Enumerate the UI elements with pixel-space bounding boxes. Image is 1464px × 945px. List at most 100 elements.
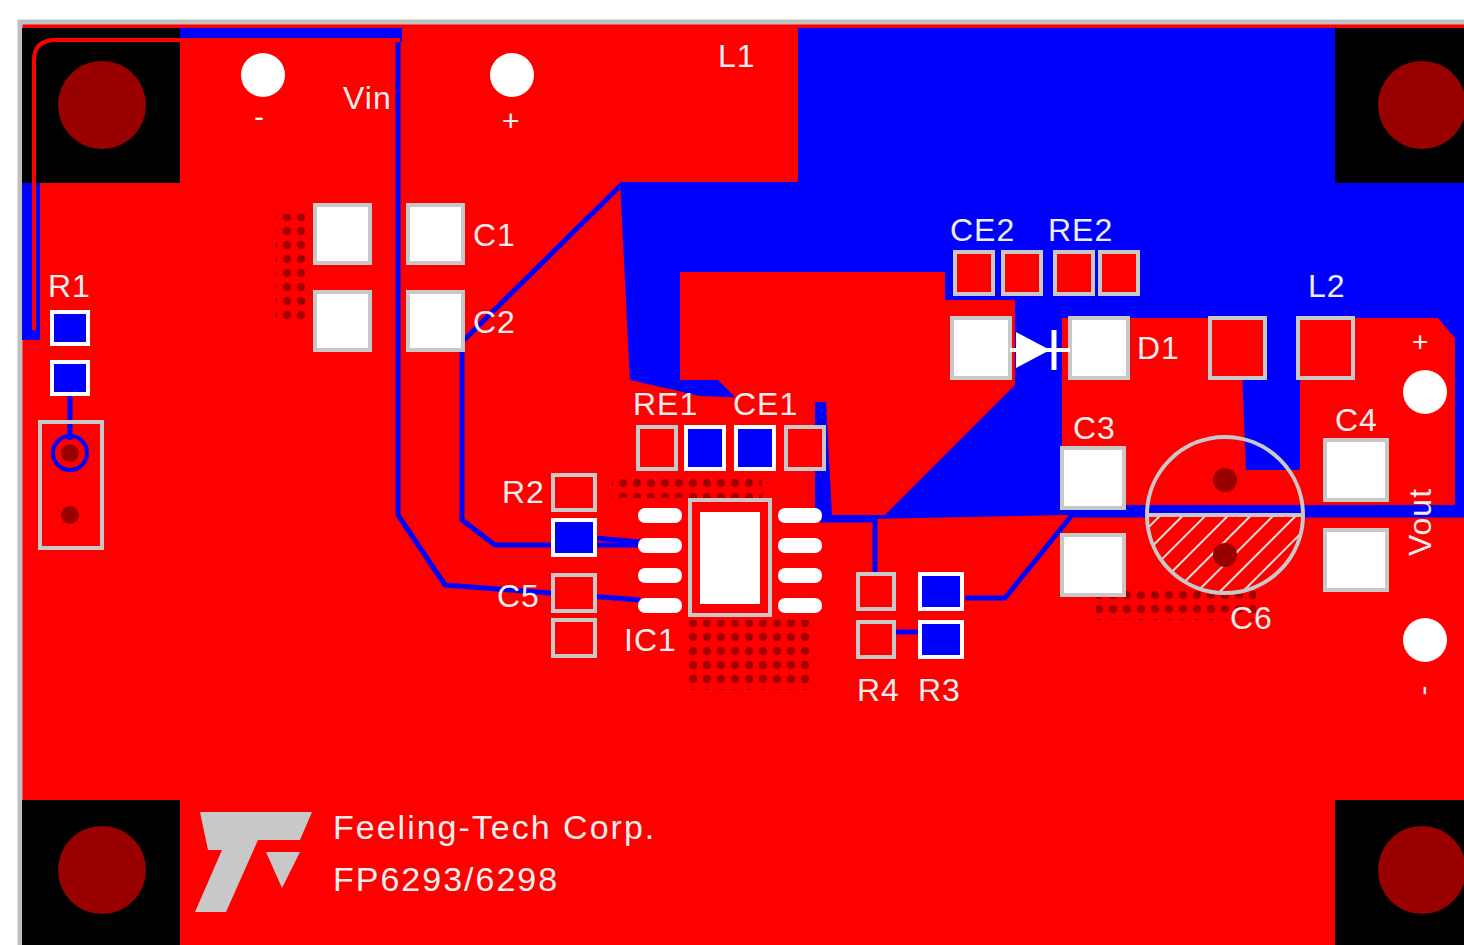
resistor-pad — [553, 475, 595, 510]
capacitor-outline — [1147, 437, 1303, 593]
inductor-pad — [1298, 318, 1353, 378]
resistor-pad — [858, 622, 894, 657]
capacitor-pad — [1325, 440, 1387, 500]
ic-pin — [778, 508, 822, 523]
company-logo — [195, 812, 312, 912]
silkscreen-label: Vout — [1404, 488, 1436, 556]
ic-pin — [638, 538, 682, 553]
resistor-pad — [1055, 252, 1093, 294]
ic-pin — [778, 538, 822, 553]
silkscreen-label: L2 — [1308, 270, 1346, 302]
capacitor-pad — [408, 292, 463, 350]
silkscreen-label: - — [1407, 685, 1437, 696]
connector-pin — [53, 436, 87, 470]
via-array — [684, 620, 812, 690]
diode-pad — [1070, 318, 1128, 378]
silkscreen-label: FP6293/6298 — [333, 862, 559, 896]
silkscreen-label: C1 — [473, 219, 516, 251]
capacitor-pad — [736, 427, 774, 469]
silkscreen-label: L1 — [718, 40, 756, 72]
ic-pin — [638, 598, 682, 613]
capacitor-pad — [553, 620, 595, 656]
mounting-hole — [1378, 61, 1464, 149]
signal-trace — [820, 520, 875, 578]
resistor-pad — [920, 622, 962, 657]
capacitor-pin — [1213, 468, 1237, 492]
left-trace-pour — [22, 180, 40, 340]
resistor-pad — [858, 574, 894, 609]
silkscreen-label: C2 — [473, 306, 516, 338]
silkscreen-label: C4 — [1335, 404, 1378, 436]
resistor-pad — [52, 312, 88, 344]
signal-trace — [398, 42, 640, 600]
terminal-hole — [1403, 618, 1447, 662]
resistor-pad — [52, 362, 88, 394]
silkscreen-label: R4 — [857, 674, 900, 706]
silkscreen-label: Vin — [343, 82, 392, 114]
via-array — [276, 214, 306, 324]
capacitor-pin — [1213, 543, 1237, 567]
resistor-pad — [1100, 252, 1138, 294]
signal-trace — [68, 395, 73, 440]
ic-pin — [778, 568, 822, 583]
via-array — [612, 478, 762, 498]
resistor-pad — [553, 520, 595, 555]
terminal-hole — [1403, 370, 1447, 414]
silkscreen-label: RE1 — [633, 388, 698, 420]
silkscreen-label: + — [1412, 328, 1429, 356]
board-outline — [20, 22, 1464, 945]
switch-node-pour — [620, 28, 1464, 520]
diode-symbol — [1010, 348, 1070, 352]
silkscreen-label: - — [254, 102, 265, 132]
silkscreen-label: CE1 — [733, 388, 798, 420]
capacitor-pad — [786, 427, 824, 469]
resistor-pad — [920, 574, 962, 609]
mounting-hole — [1378, 826, 1464, 914]
capacitor-outline — [1147, 513, 1303, 517]
silkscreen-label: RE2 — [1048, 214, 1113, 246]
feedback-trace — [965, 515, 1464, 598]
silkscreen-label: Feeling-Tech Corp. — [333, 810, 656, 844]
connector-pin — [61, 444, 79, 462]
capacitor-polarity-mark — [1147, 515, 1303, 593]
ground-pour — [22, 24, 1464, 945]
ic-pin — [638, 568, 682, 583]
capacitor-pad — [408, 205, 463, 263]
resistor-pad — [955, 252, 993, 294]
capacitor-pad — [315, 292, 370, 350]
signal-trace — [595, 538, 640, 542]
resistor-pad — [1003, 252, 1041, 294]
silkscreen-label: CE2 — [950, 214, 1015, 246]
ic-pin — [638, 508, 682, 523]
silkscreen-label: IC1 — [624, 624, 677, 656]
inductor-pad — [1210, 318, 1265, 378]
capacitor-pad — [1062, 448, 1124, 508]
capacitor-pad — [1062, 535, 1124, 595]
capacitor-pad — [553, 575, 595, 611]
resistor-pad — [686, 427, 724, 469]
diode-pad — [952, 318, 1010, 378]
silkscreen-label: + — [502, 106, 521, 136]
ic-pin — [778, 598, 822, 613]
silkscreen-label: C3 — [1073, 412, 1116, 444]
capacitor-pad — [1325, 530, 1387, 590]
ic-thermal-pad — [700, 512, 760, 604]
ic-outline — [690, 500, 770, 615]
company-logo — [266, 852, 300, 888]
connector-outline — [40, 422, 102, 548]
mounting-hole — [58, 826, 146, 914]
capacitor-pad — [315, 205, 370, 263]
silkscreen-label: D1 — [1137, 332, 1180, 364]
mounting-hole — [58, 61, 146, 149]
mounting-corner — [22, 28, 180, 183]
terminal-hole — [241, 53, 285, 97]
silkscreen-label: R3 — [918, 674, 961, 706]
silkscreen-label: C6 — [1230, 602, 1273, 634]
silkscreen-label: R1 — [48, 270, 91, 302]
mounting-corner — [22, 800, 180, 945]
silkscreen-label: R2 — [502, 476, 545, 508]
resistor-pad — [638, 427, 676, 469]
